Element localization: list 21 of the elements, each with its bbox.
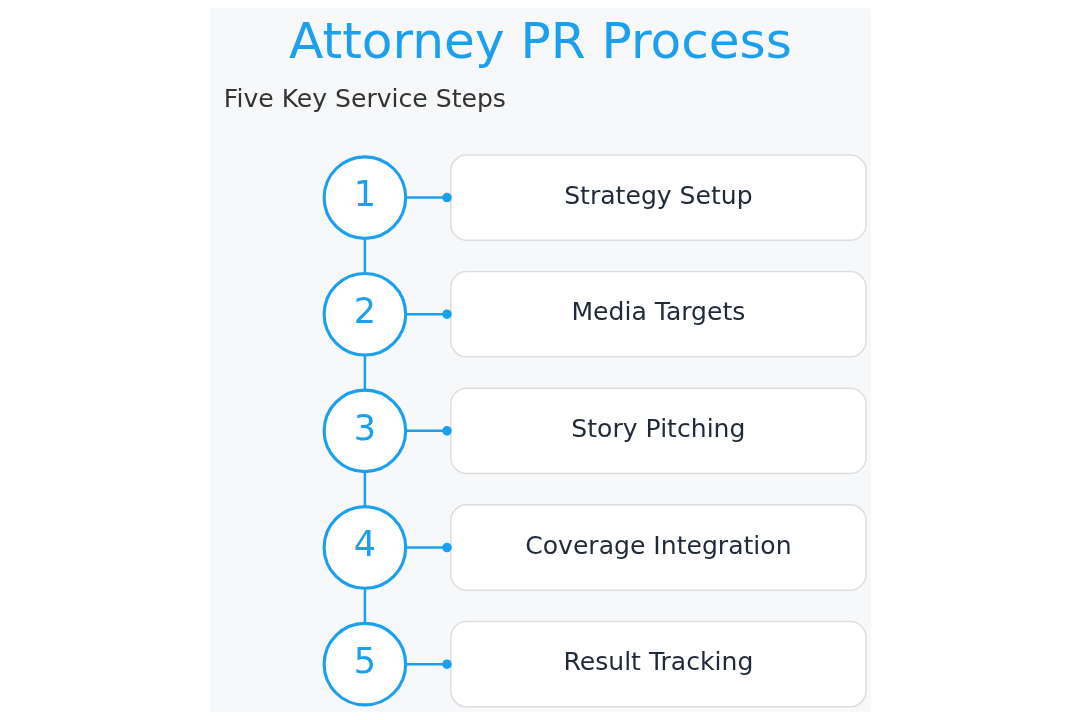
diagram-title: Attorney PR Process bbox=[288, 11, 792, 71]
connector bbox=[363, 471, 366, 507]
node-circle: 4 bbox=[322, 505, 407, 590]
node-box: Result Tracking bbox=[449, 620, 867, 708]
connector bbox=[405, 309, 452, 319]
node-box: Strategy Setup bbox=[449, 154, 867, 241]
connector bbox=[363, 355, 366, 391]
connector bbox=[405, 192, 452, 203]
node-box: Media Targets bbox=[449, 270, 867, 358]
node-box: Coverage Integration bbox=[449, 504, 867, 591]
node-circle: 2 bbox=[322, 271, 407, 357]
node-circle: 1 bbox=[322, 155, 407, 240]
connector bbox=[363, 588, 366, 624]
node-box: Story Pitching bbox=[449, 387, 867, 475]
connector bbox=[405, 659, 452, 669]
node-circle: 3 bbox=[322, 388, 407, 474]
node-circle: 5 bbox=[322, 621, 407, 707]
label: Five Key Service Steps bbox=[223, 84, 506, 114]
connector bbox=[363, 238, 366, 274]
connector bbox=[405, 542, 452, 553]
connector bbox=[405, 426, 452, 436]
